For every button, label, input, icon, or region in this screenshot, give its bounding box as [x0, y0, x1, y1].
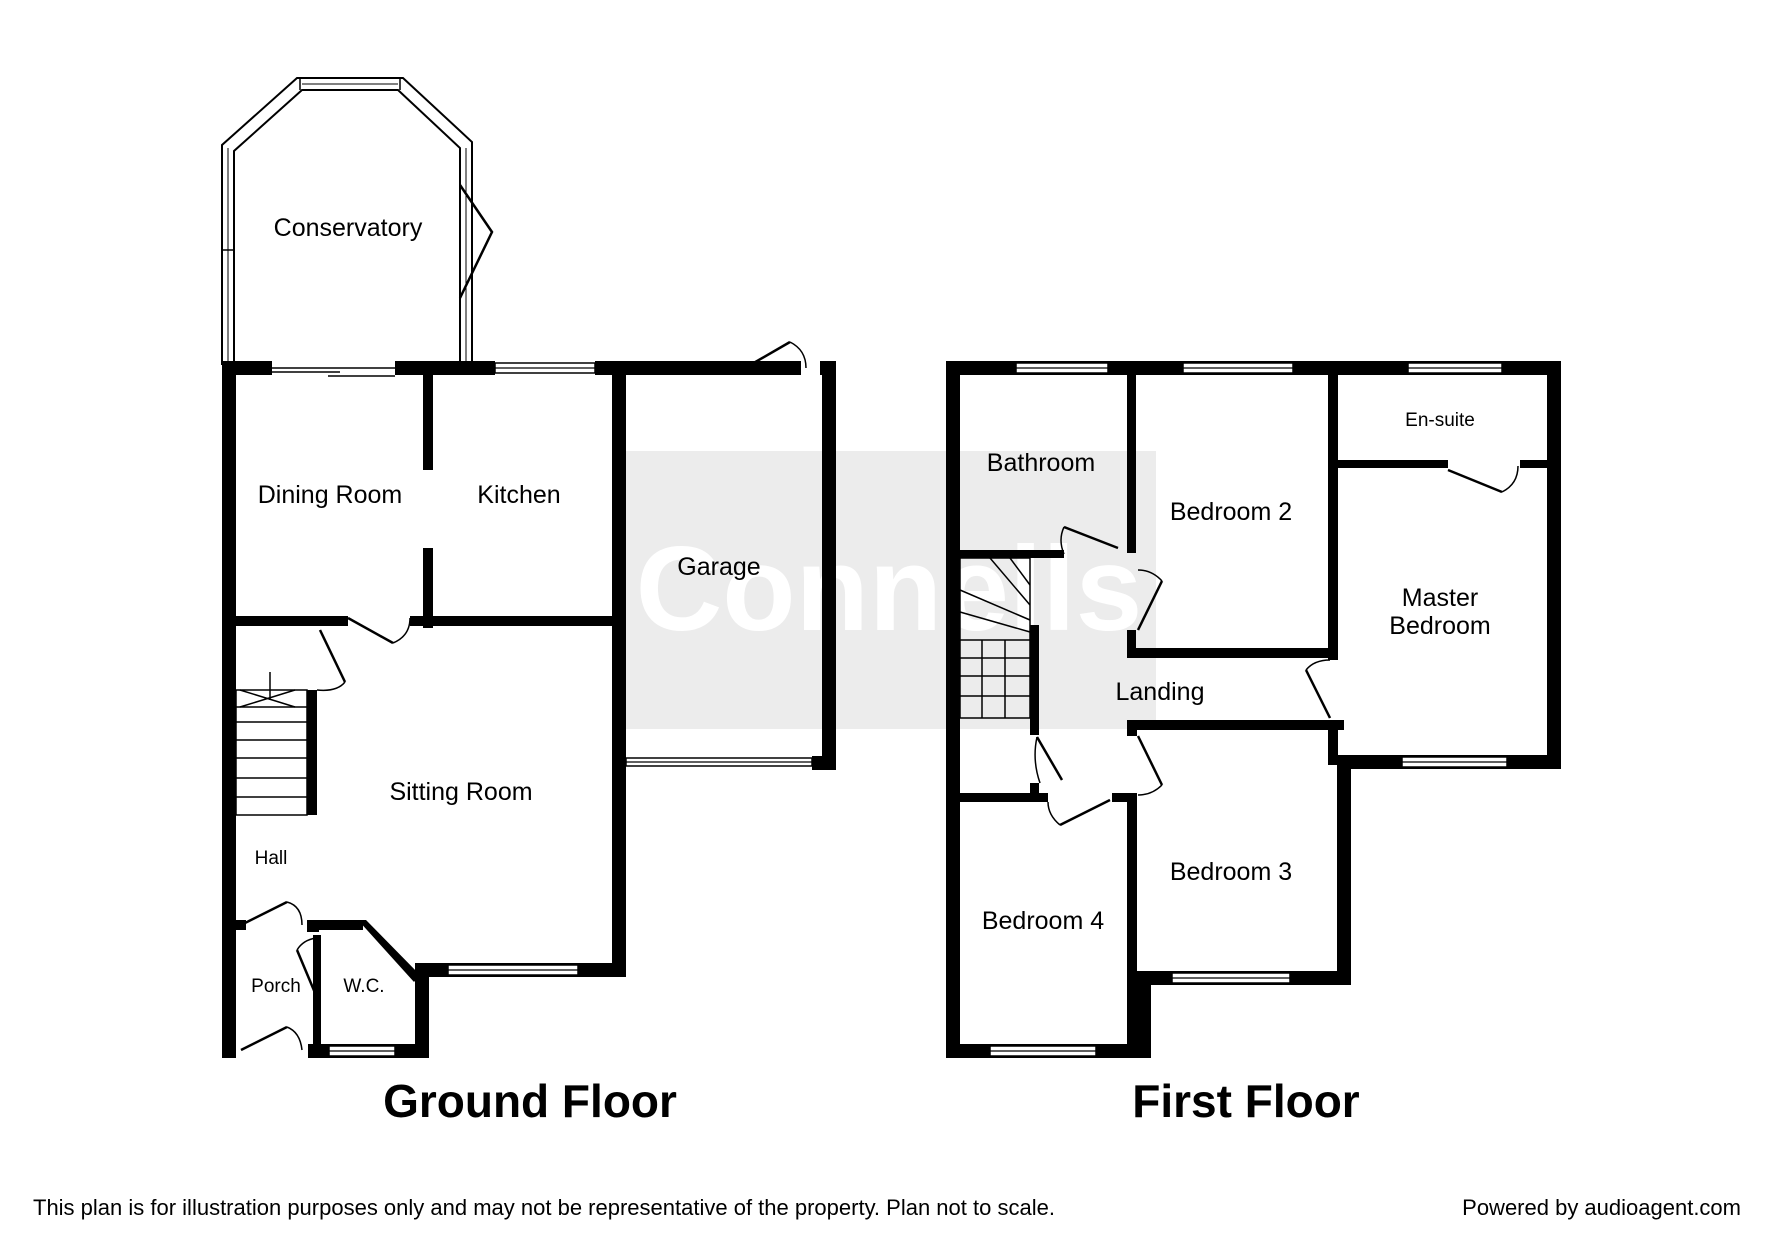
sitting-room-window [447, 964, 579, 976]
powered-by-text: Powered by audioagent.com [1462, 1195, 1741, 1220]
master-bedroom-window [1401, 756, 1508, 768]
wc-window [328, 1045, 396, 1057]
room-hall: Hall [255, 848, 288, 869]
bathroom-window [1015, 362, 1109, 374]
kitchen-window [494, 362, 596, 374]
room-landing: Landing [1116, 678, 1205, 706]
bedroom-2-window [1182, 362, 1294, 374]
room-porch: Porch [251, 976, 301, 997]
dining-sliding-door [272, 367, 395, 377]
bedroom-4-window [989, 1045, 1097, 1057]
room-master-bedroom-line1: Master [1402, 584, 1478, 612]
room-bedroom-4: Bedroom 4 [982, 907, 1104, 935]
room-bedroom-2: Bedroom 2 [1170, 498, 1292, 526]
garage-door [625, 757, 813, 767]
room-kitchen: Kitchen [477, 481, 560, 509]
ground-floor-title: Ground Floor [383, 1075, 677, 1127]
room-bedroom-3: Bedroom 3 [1170, 858, 1292, 886]
first-floor-stairs [959, 557, 1031, 719]
ensuite-window [1407, 362, 1503, 374]
watermark: Connells [623, 451, 1156, 729]
ground-floor-doors [240, 340, 807, 1052]
first-floor-doors [1034, 465, 1519, 827]
disclaimer-text: This plan is for illustration purposes o… [33, 1195, 1055, 1220]
ground-floor-stairs [235, 672, 308, 816]
conservatory-glazing [221, 77, 494, 365]
bedroom-3-window [1171, 972, 1291, 984]
room-wc: W.C. [343, 976, 384, 997]
first-floor: Bathroom Bedroom 2 En-suite Master Bedro… [946, 361, 1561, 1127]
room-en-suite: En-suite [1405, 410, 1475, 431]
room-master-bedroom-line2: Bedroom [1389, 612, 1490, 640]
room-dining-room: Dining Room [258, 481, 403, 509]
room-conservatory: Conservatory [274, 214, 423, 242]
watermark-text: Connells [636, 522, 1143, 656]
ground-floor: Conservatory Dining Room Kitchen Garage … [221, 77, 836, 1127]
room-bathroom: Bathroom [987, 449, 1095, 477]
room-sitting-room: Sitting Room [389, 778, 532, 806]
room-garage: Garage [677, 553, 760, 581]
first-floor-title: First Floor [1132, 1075, 1360, 1127]
